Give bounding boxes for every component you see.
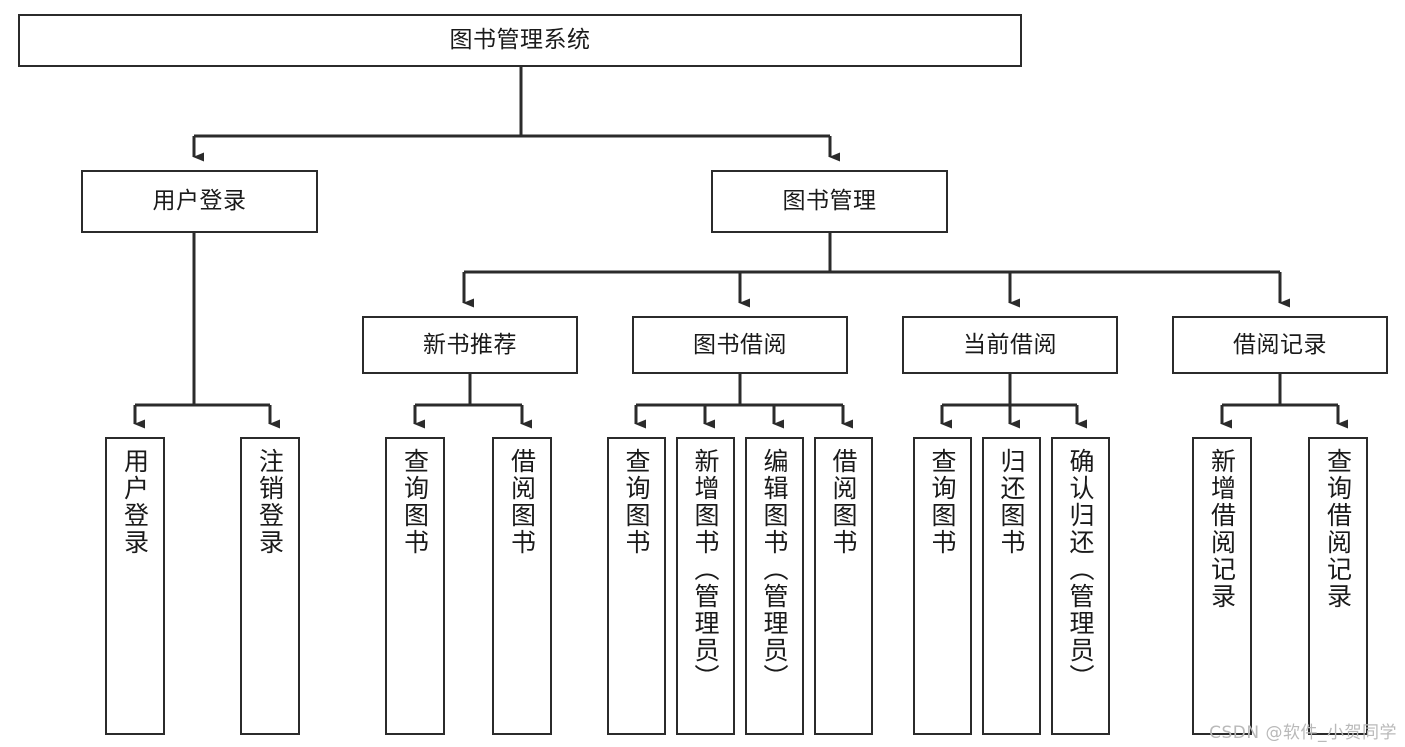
node-label: 编辑图书（管理员） bbox=[760, 448, 789, 691]
leaf-user-login[interactable]: 用户登录 bbox=[105, 437, 165, 735]
leaf-query-book-current[interactable]: 查询图书 bbox=[913, 437, 972, 735]
node-label: 图书管理系统 bbox=[449, 27, 591, 54]
node-label: 确认归还（管理员） bbox=[1066, 448, 1095, 691]
node-label: 图书借阅 bbox=[693, 331, 787, 358]
node-label: 查询借阅记录 bbox=[1323, 448, 1353, 610]
leaf-add-book-admin[interactable]: 新增图书（管理员） bbox=[676, 437, 735, 735]
node-label: 新增借阅记录 bbox=[1207, 448, 1237, 610]
node-current-borrow[interactable]: 当前借阅 bbox=[902, 316, 1118, 374]
node-label: 用户登录 bbox=[120, 448, 150, 556]
leaf-edit-book-admin[interactable]: 编辑图书（管理员） bbox=[745, 437, 804, 735]
leaf-borrow-book[interactable]: 借阅图书 bbox=[814, 437, 873, 735]
leaf-add-borrow-record[interactable]: 新增借阅记录 bbox=[1192, 437, 1252, 735]
leaf-logout[interactable]: 注销登录 bbox=[240, 437, 300, 735]
leaf-confirm-return-admin[interactable]: 确认归还（管理员） bbox=[1051, 437, 1110, 735]
node-label: 新增图书（管理员） bbox=[691, 448, 720, 691]
leaf-query-book-borrow[interactable]: 查询图书 bbox=[607, 437, 666, 735]
node-label: 用户登录 bbox=[152, 188, 247, 215]
node-label: 图书管理 bbox=[782, 188, 877, 215]
node-label: 归还图书 bbox=[997, 448, 1026, 556]
leaf-borrow-book-recommend[interactable]: 借阅图书 bbox=[492, 437, 552, 735]
node-label: 查询图书 bbox=[400, 448, 430, 556]
node-label: 当前借阅 bbox=[963, 331, 1057, 358]
leaf-return-book[interactable]: 归还图书 bbox=[982, 437, 1041, 735]
leaf-query-borrow-record[interactable]: 查询借阅记录 bbox=[1308, 437, 1368, 735]
node-label: 借阅图书 bbox=[507, 448, 537, 556]
node-book-management[interactable]: 图书管理 bbox=[711, 170, 948, 233]
node-borrow-records[interactable]: 借阅记录 bbox=[1172, 316, 1388, 374]
node-root-system[interactable]: 图书管理系统 bbox=[18, 14, 1022, 67]
watermark-text: CSDN @软件_小贺同学 bbox=[1209, 723, 1397, 743]
node-label: 注销登录 bbox=[255, 448, 285, 556]
node-new-book-recommend[interactable]: 新书推荐 bbox=[362, 316, 578, 374]
node-label: 借阅记录 bbox=[1233, 331, 1327, 358]
node-book-borrow[interactable]: 图书借阅 bbox=[632, 316, 848, 374]
node-label: 查询图书 bbox=[622, 448, 651, 556]
node-user-login[interactable]: 用户登录 bbox=[81, 170, 318, 233]
node-label: 新书推荐 bbox=[423, 331, 517, 358]
node-label: 借阅图书 bbox=[829, 448, 858, 556]
node-label: 查询图书 bbox=[928, 448, 957, 556]
leaf-query-book-recommend[interactable]: 查询图书 bbox=[385, 437, 445, 735]
